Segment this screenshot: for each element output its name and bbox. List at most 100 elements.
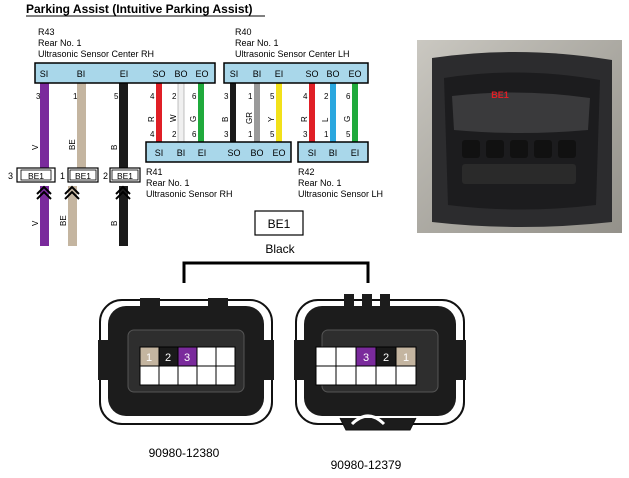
r43-num-so: 4 [150, 92, 155, 101]
part-number-right: 90980-12379 [331, 458, 402, 472]
r40-ref: R40 [235, 27, 252, 37]
photo-label: BE1 [491, 90, 509, 100]
connector-r42: SI BI EI [297, 141, 369, 163]
chevron-up-icon [36, 185, 52, 200]
code-r40-ei: Y [267, 116, 276, 122]
connector-face-right: 3 2 1 [294, 294, 466, 431]
bracket [182, 261, 370, 283]
r40-pin-so: SO [305, 69, 318, 79]
code-r40-bi: GR [245, 112, 254, 124]
code-r43-bo: W [169, 114, 178, 122]
r41-line2: Ultrasonic Sensor RH [146, 189, 233, 199]
r42-line2: Ultrasonic Sensor LH [298, 189, 383, 199]
r43-pin-so: SO [152, 69, 165, 79]
left-cell-3: 3 [184, 352, 190, 364]
r43-ref: R43 [38, 27, 55, 37]
code-r43-eo: G [189, 116, 198, 122]
r40-pin-ei: EI [275, 69, 284, 79]
be1-c-pin: 2 [103, 171, 108, 181]
wire-r40-eo [352, 83, 358, 143]
chevron-up-icon [64, 185, 80, 200]
r42-pin-ei: EI [351, 148, 360, 158]
r41-pin-bi: BI [177, 148, 186, 158]
be1-a-pin: 3 [8, 171, 13, 181]
wire-be1-pin1 [68, 186, 77, 246]
r41-num-si: 3 [224, 130, 229, 139]
r41-num-bo: 2 [172, 130, 177, 139]
r40-num-so: 4 [303, 92, 308, 101]
wire-r43-si [40, 83, 49, 168]
r43-line2: Ultrasonic Sensor Center RH [38, 49, 154, 59]
r40-num-ei: 5 [270, 92, 275, 101]
r43-num-bi: 1 [73, 92, 78, 101]
be1-inline-connectors: 3 BE1 1 BE1 2 BE1 [8, 167, 141, 200]
r41-ref: R41 [146, 167, 163, 177]
r41-num-so: 4 [150, 130, 155, 139]
connector-r41: SI BI EI SO BO EO [145, 141, 292, 163]
left-cell-2: 2 [165, 352, 171, 364]
r41-pin-si: SI [155, 148, 164, 158]
r43-num-bo: 2 [172, 92, 177, 101]
r41-pin-so: SO [227, 148, 240, 158]
connector-name-box [254, 210, 304, 236]
connector-photo: BE1 [417, 40, 622, 233]
r43-pin-bo: BO [174, 69, 187, 79]
wire-codes: V BE B R W G B GR Y R L G V BE B [31, 112, 352, 226]
connector-color: Black [265, 242, 295, 256]
wire-r43-bi [77, 83, 86, 168]
wires [40, 82, 358, 246]
wire-r43-so [156, 83, 162, 143]
page-title: Parking Assist (Intuitive Parking Assist… [26, 2, 253, 16]
left-cell-1: 1 [146, 352, 152, 364]
code-r40-si: B [221, 117, 230, 122]
r42-line1: Rear No. 1 [298, 178, 342, 188]
r41-pin-bo: BO [250, 148, 263, 158]
right-cell-1: 1 [403, 352, 409, 364]
r43-pin-bi: BI [77, 69, 86, 79]
wire-be1-pin2 [119, 186, 128, 246]
code-be1-pin2: B [110, 221, 119, 226]
r42-pin-si: SI [308, 148, 317, 158]
r42-num-bi: 1 [324, 130, 329, 139]
wire-r43-ei [119, 83, 128, 168]
r42-num-ei: 5 [346, 130, 351, 139]
r43-pin-si: SI [40, 69, 49, 79]
part-number-left: 90980-12380 [149, 446, 220, 460]
bottom-pin-numbers: 4 2 6 3 1 5 3 1 5 [150, 130, 351, 139]
be1-a-label: BE1 [28, 171, 44, 181]
r43-pin-ei: EI [120, 69, 129, 79]
r43-num-ei: 5 [114, 92, 119, 101]
be1-b-label: BE1 [75, 171, 91, 181]
connector-face-left: 1 2 3 [98, 298, 274, 425]
r40-pin-bi: BI [253, 69, 262, 79]
code-r43-si: V [31, 144, 40, 150]
wire-r40-bo [330, 83, 336, 143]
wire-r43-bo [177, 82, 185, 144]
r40-num-si: 3 [224, 92, 229, 101]
code-r43-ei: B [110, 145, 119, 150]
code-r40-so: R [300, 116, 309, 122]
r41-line1: Rear No. 1 [146, 178, 190, 188]
chevron-up-icon [115, 185, 131, 200]
wire-be1-pin3 [40, 186, 49, 246]
r42-pin-bi: BI [329, 148, 338, 158]
wire-r40-ei [276, 83, 282, 143]
top-pin-numbers: 3 1 5 4 2 6 3 1 5 4 2 6 [36, 92, 351, 101]
connector-name: BE1 [268, 217, 291, 231]
code-r40-bo: L [321, 117, 330, 122]
r42-num-si: 3 [303, 130, 308, 139]
wire-r43-eo [198, 83, 204, 143]
r43-num-si: 3 [36, 92, 41, 101]
right-cell-2: 2 [383, 352, 389, 364]
r43-num-eo: 6 [192, 92, 197, 101]
right-cell-3: 3 [363, 352, 369, 364]
code-r43-so: R [147, 116, 156, 122]
r43-line1: Rear No. 1 [38, 38, 82, 48]
r40-line2: Ultrasonic Sensor Center LH [235, 49, 350, 59]
wire-r40-bi [254, 83, 260, 143]
be1-b-pin: 1 [60, 171, 65, 181]
r41-num-bi: 1 [248, 130, 253, 139]
r43-pin-eo: EO [195, 69, 208, 79]
code-be1-pin1: BE [59, 215, 68, 226]
